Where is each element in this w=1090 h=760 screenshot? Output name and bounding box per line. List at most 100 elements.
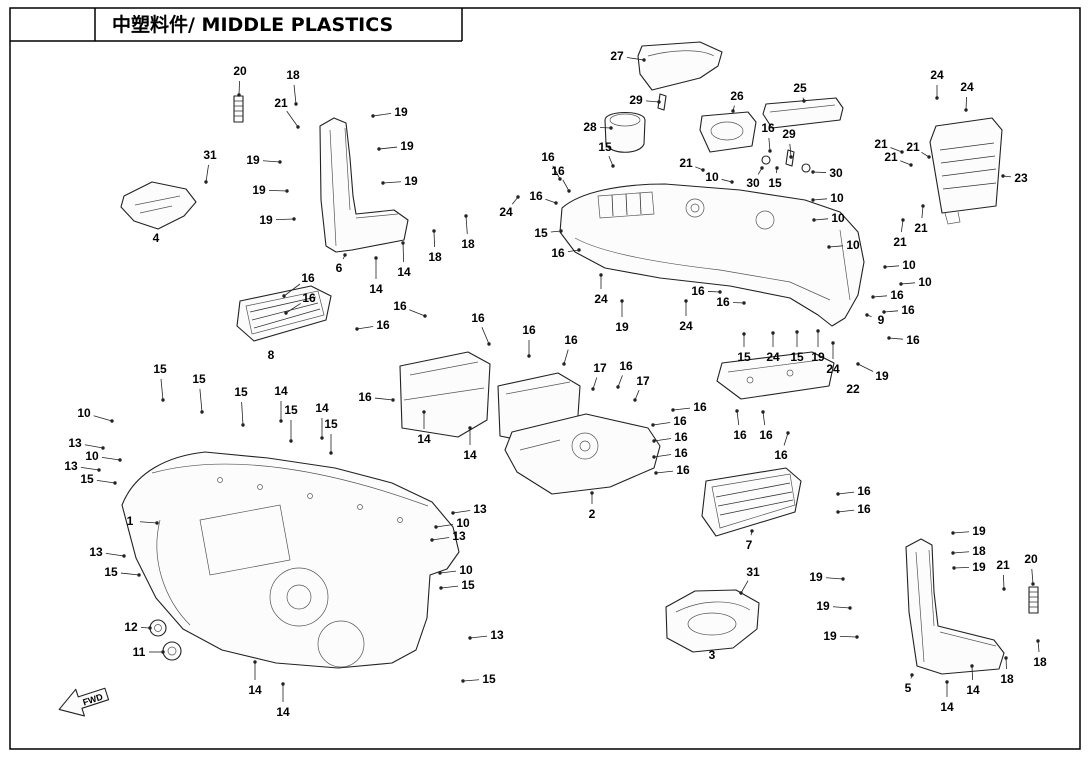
- fastener-dot: [461, 679, 465, 683]
- callout-label: 21: [884, 150, 898, 164]
- fastener-dot: [599, 273, 603, 277]
- leader-line: [285, 303, 301, 314]
- leader-line: [857, 363, 874, 372]
- leader-line: [971, 665, 973, 681]
- callout-label: 8: [268, 348, 275, 362]
- part-3-duct: [665, 589, 760, 653]
- callout-label: 24: [766, 350, 780, 364]
- fwd-arrow: FWD: [58, 687, 110, 717]
- fastener-dot: [887, 336, 891, 340]
- callout-label: 25: [793, 81, 807, 95]
- callout-label: 13: [68, 436, 82, 450]
- callout-label: 19: [615, 320, 629, 334]
- callout-label: 10: [830, 191, 844, 205]
- callout-label: 18: [1033, 655, 1047, 669]
- leader-line: [286, 110, 299, 128]
- leader-line: [837, 491, 855, 495]
- fastener-dot: [204, 180, 208, 184]
- fastener-dot: [1002, 587, 1006, 591]
- fastener-dot: [789, 155, 793, 159]
- callout-label: 16: [529, 189, 543, 203]
- spring-right: [1028, 586, 1039, 614]
- callout-label: 15: [737, 350, 751, 364]
- fastener-dot: [289, 439, 293, 443]
- leader-line: [93, 415, 113, 422]
- callout-label: 16: [906, 333, 920, 347]
- leader-line: [84, 444, 104, 449]
- fastener-dot: [253, 660, 257, 664]
- callout-label: 19: [809, 570, 823, 584]
- leader-line: [900, 219, 904, 233]
- leader-line: [469, 635, 488, 639]
- callout-label: 16: [551, 246, 565, 260]
- callout-label: 16: [774, 448, 788, 462]
- fastener-dot: [742, 332, 746, 336]
- callout-label: 26: [730, 89, 744, 103]
- callout-label: 21: [679, 156, 693, 170]
- callout-label: 10: [459, 563, 473, 577]
- callout-label: 5: [905, 681, 912, 695]
- callout-label: 10: [85, 449, 99, 463]
- leader-line: [872, 295, 888, 298]
- fastener-dot: [577, 248, 581, 252]
- callout-label: 14: [369, 282, 383, 296]
- sheet-frame: 中塑料件/ MIDDLE PLASTICS: [9, 7, 1081, 750]
- leader-line: [356, 326, 374, 330]
- callout-label: 15: [768, 176, 782, 190]
- leader-line: [241, 401, 244, 426]
- fastener-dot: [945, 680, 949, 684]
- part-7-right-vent: [701, 467, 802, 537]
- fastener-dot: [281, 682, 285, 686]
- leader-line: [732, 302, 745, 304]
- callout-label: 7: [746, 538, 753, 552]
- callout-label: 14: [940, 700, 954, 714]
- leader-line: [160, 378, 164, 401]
- leader-line: [96, 480, 116, 484]
- fastener-dot: [438, 571, 442, 575]
- part-4-bracket: [120, 181, 197, 230]
- leader-line: [645, 100, 660, 103]
- callout-label: 3: [709, 648, 716, 662]
- leader-line: [890, 147, 903, 153]
- fastener-dot: [742, 301, 746, 305]
- callout-label: 10: [456, 516, 470, 530]
- fastener-dot: [285, 189, 289, 193]
- leader-line: [105, 553, 125, 557]
- part-11-grommet: [162, 641, 182, 661]
- fastener-dot: [155, 521, 159, 525]
- callout-label: 16: [673, 414, 687, 428]
- fastener-dot: [559, 229, 563, 233]
- leader-line: [199, 388, 203, 413]
- leader-line: [812, 198, 828, 201]
- fastener-dot: [771, 331, 775, 335]
- leader-line: [382, 181, 402, 184]
- fastener-dot: [237, 93, 241, 97]
- part-2-console-tray: [504, 413, 661, 495]
- part-30-clip-b: [801, 163, 811, 173]
- fastener-dot: [355, 327, 359, 331]
- fastener-dot: [910, 673, 914, 677]
- fastener-dot: [567, 189, 571, 193]
- callout-label: 16: [761, 121, 775, 135]
- callout-label: 31: [203, 148, 217, 162]
- fastener-dot: [1036, 639, 1040, 643]
- part-1-dashboard: [121, 451, 460, 669]
- leader-line: [435, 524, 454, 528]
- part-center-box-a: [399, 351, 491, 438]
- fastener-dot: [816, 329, 820, 333]
- callout-label: 16: [551, 164, 565, 178]
- leader-line: [1003, 574, 1005, 590]
- callout-label: 19: [823, 629, 837, 643]
- leader-line: [599, 127, 612, 129]
- leader-line: [545, 198, 557, 204]
- callout-label: 14: [274, 384, 288, 398]
- callout-label: 16: [733, 428, 747, 442]
- fastener-dot: [735, 409, 739, 413]
- callout-label: 21: [274, 96, 288, 110]
- fastener-dot: [148, 626, 152, 630]
- fastener-dot: [935, 96, 939, 100]
- callout-label: 15: [324, 417, 338, 431]
- callout-label: 15: [104, 565, 118, 579]
